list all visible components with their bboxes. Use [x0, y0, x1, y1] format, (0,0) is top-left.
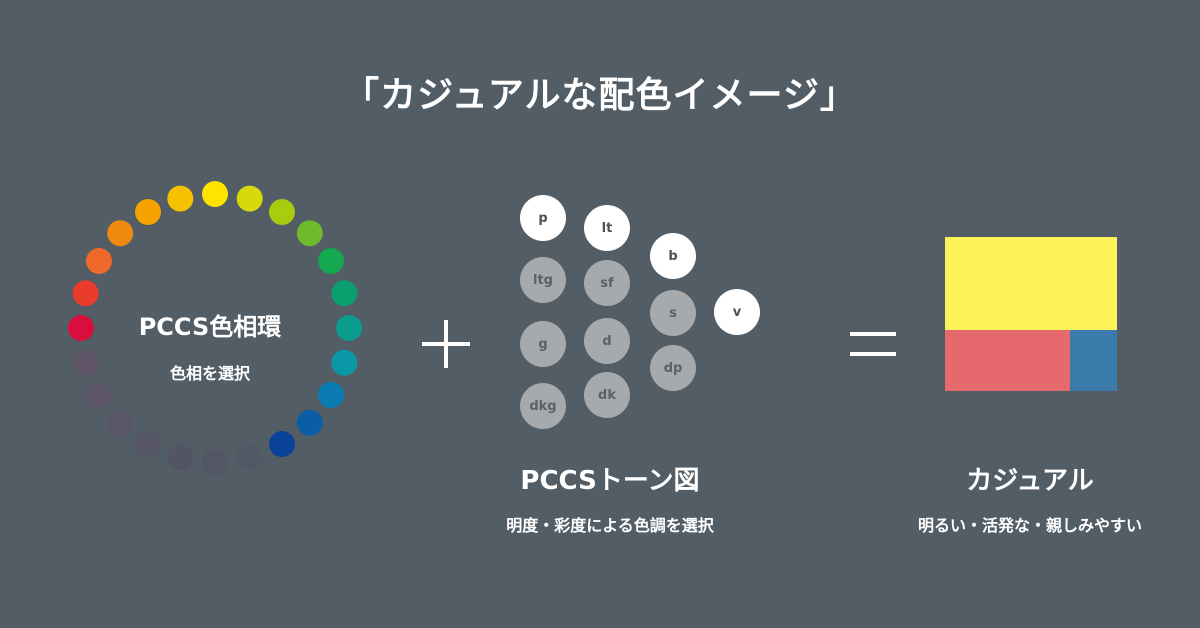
tone-lt: lt	[584, 205, 630, 251]
hue-dot	[296, 220, 323, 247]
tone-ltg: ltg	[520, 257, 566, 303]
hue-dot	[72, 349, 99, 376]
tone-dp: dp	[650, 345, 696, 391]
page-title: 「カジュアルな配色イメージ」	[343, 75, 857, 116]
hue-dot	[86, 382, 112, 408]
tone-diagram-sublabel: 明度・彩度による色調を選択	[506, 516, 714, 535]
tone-sf: sf	[584, 260, 630, 306]
hue-wheel-label: PCCS色相環	[138, 313, 282, 341]
hue-dot	[336, 315, 362, 341]
hue-dot	[107, 220, 134, 247]
hue-dot	[269, 199, 295, 225]
hue-dot	[202, 449, 228, 475]
hue-dot	[236, 185, 263, 212]
tone-v: v	[714, 289, 760, 335]
hue-dot	[72, 280, 99, 307]
tone-g: g	[520, 321, 566, 367]
hue-dot	[318, 248, 344, 274]
hue-dot	[135, 199, 161, 225]
swatch-blue	[1070, 330, 1117, 391]
swatch-yellow	[945, 237, 1117, 330]
hue-dot	[68, 315, 94, 341]
hue-dot	[167, 185, 194, 212]
hue-dot	[236, 444, 263, 471]
hue-wheel-sublabel: 色相を選択	[169, 364, 250, 383]
plus-symbol	[422, 320, 470, 368]
result-label: カジュアル	[966, 466, 1094, 496]
hue-dot	[135, 431, 161, 457]
hue-dot	[331, 349, 358, 376]
hue-dot	[86, 248, 112, 274]
swatch-red	[945, 330, 1070, 391]
hue-dot	[296, 409, 323, 436]
tone-d: d	[584, 318, 630, 364]
tone-p: p	[520, 195, 566, 241]
hue-dot	[107, 409, 134, 436]
hue-dot	[331, 280, 358, 307]
tone-s: s	[650, 290, 696, 336]
equals-symbol	[850, 332, 896, 358]
tone-dkg: dkg	[520, 383, 566, 429]
hue-dot	[202, 181, 228, 207]
hue-dot	[269, 431, 295, 457]
tone-dk: dk	[584, 372, 630, 418]
result-sublabel: 明るい・活発な・親しみやすい	[917, 516, 1142, 535]
tone-b: b	[650, 233, 696, 279]
tone-diagram-label: PCCSトーン図	[520, 466, 700, 496]
hue-dot	[318, 382, 344, 408]
hue-dot	[167, 444, 194, 471]
